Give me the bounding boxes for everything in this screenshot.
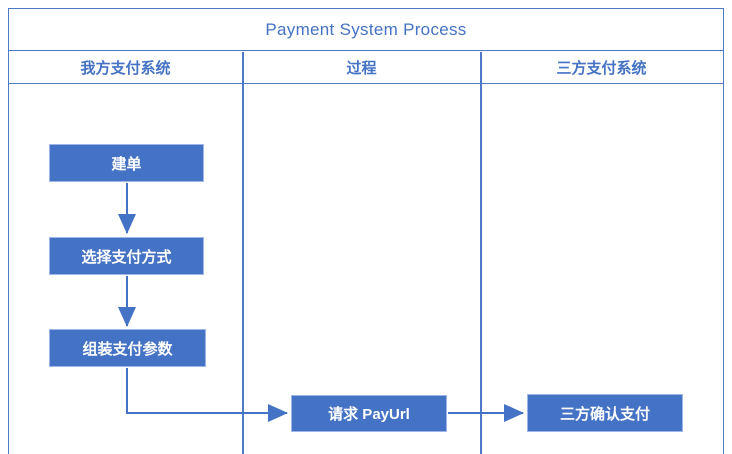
lane-header-row: 我方支付系统 过程 三方支付系统 — [9, 52, 723, 84]
lane-header-third-party-payment-system: 三方支付系统 — [556, 59, 647, 77]
flow-node-assemble-payment-params: 组装支付参数 — [49, 329, 206, 367]
diagram-title: Payment System Process — [265, 19, 467, 39]
lane-header-process: 过程 — [346, 59, 377, 77]
lane-divider-1 — [242, 51, 244, 454]
lane-divider-2 — [480, 51, 482, 454]
flow-node-request-payurl: 请求 PayUrl — [291, 395, 447, 432]
flow-node-third-party-confirm-payment: 三方确认支付 — [527, 394, 683, 432]
swimlane-frame: Payment System Process 我方支付系统 过程 三方支付系统 — [8, 8, 724, 454]
flow-node-create-order: 建单 — [49, 144, 204, 182]
diagram-title-row: Payment System Process — [9, 9, 723, 51]
flow-node-select-payment-method: 选择支付方式 — [49, 237, 204, 275]
lane-header-our-payment-system: 我方支付系统 — [80, 59, 171, 77]
